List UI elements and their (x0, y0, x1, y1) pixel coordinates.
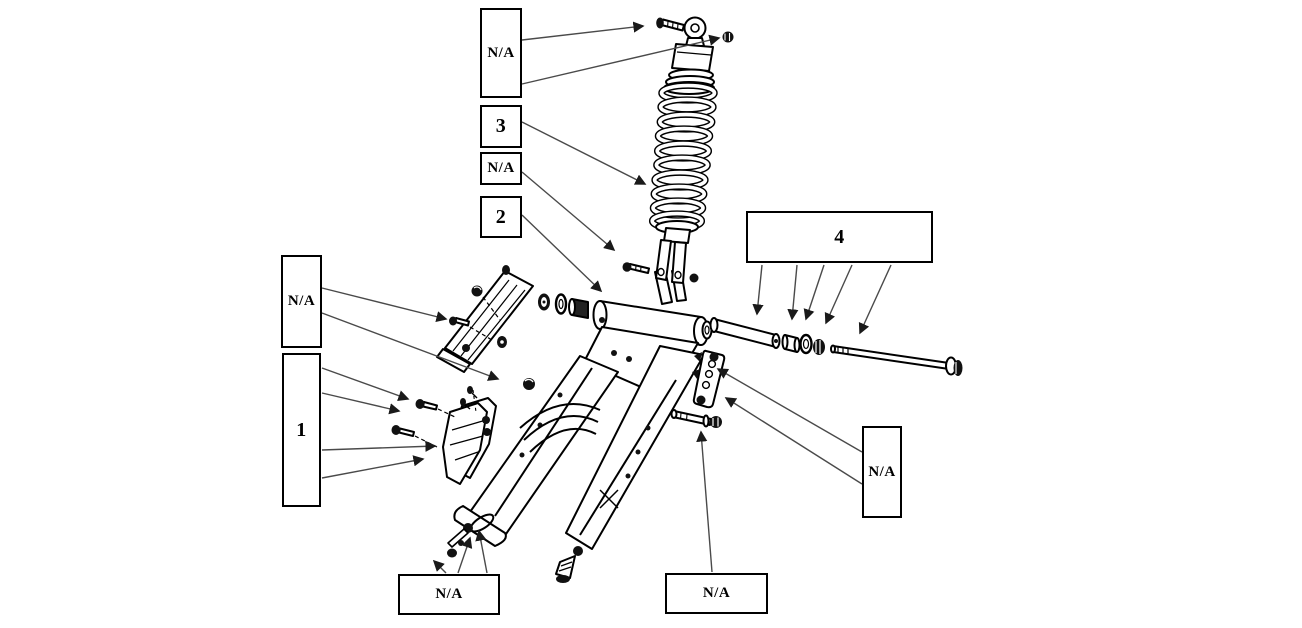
callout-shock-lower-bolt: N/A (480, 152, 522, 185)
axle-parts-drawing (701, 317, 963, 376)
coil-spring-drawing (648, 82, 718, 232)
callout-chain-slider[interactable]: 1 (282, 353, 321, 507)
callout-left-adjuster: N/A (398, 574, 500, 615)
shock-lower-nut-drawing (689, 273, 699, 283)
swingarm-drawing (447, 269, 709, 583)
shock-top-nut-drawing (722, 31, 734, 43)
upper-chain-guide-drawing (436, 265, 589, 390)
callout-axle-group[interactable]: 4 (746, 211, 933, 263)
callout-tensioner-bolt: N/A (665, 573, 768, 614)
callout-chain-tensioner: N/A (862, 426, 902, 518)
callout-shock-top-mount: N/A (480, 8, 522, 98)
chain-slider-drawing (391, 386, 497, 485)
shock-lower-bolt-drawing (622, 262, 650, 274)
chain-tensioner-link-drawing (670, 349, 726, 428)
rear-shock-absorber-drawing (622, 16, 734, 284)
shock-top-bolt-drawing (656, 17, 685, 32)
callout-shock-spring[interactable]: 3 (480, 105, 522, 148)
leader-lines (321, 21, 892, 574)
callout-swingarm[interactable]: 2 (480, 196, 522, 238)
callout-upper-chain-guide: N/A (281, 255, 322, 348)
tensioner-bolt-drawing (670, 409, 722, 428)
